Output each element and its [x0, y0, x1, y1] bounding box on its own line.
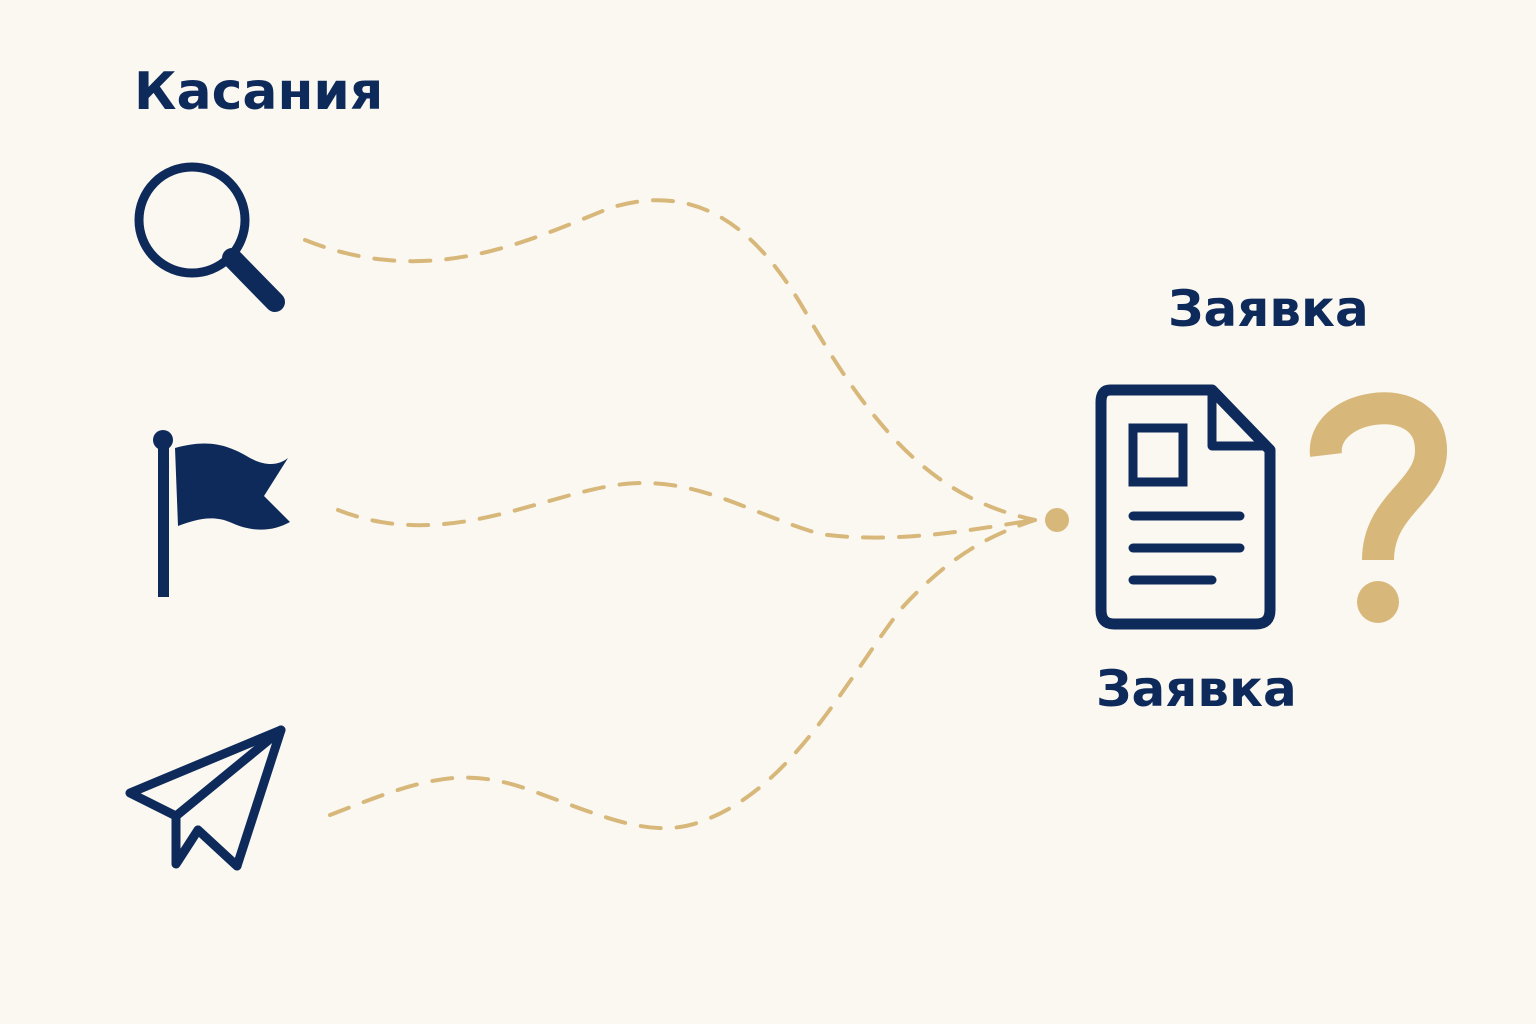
paper-plane-icon [125, 725, 286, 871]
connector-path-search [303, 198, 1037, 522]
flag-icon [153, 430, 290, 597]
connector-path-flag [336, 481, 1037, 540]
question-mark-icon [1309, 392, 1448, 623]
connector-path-send [328, 518, 1037, 831]
convergence-dot [1045, 508, 1069, 532]
touchpoints-heading: Касания [134, 62, 384, 122]
magnifier-icon [134, 162, 285, 312]
document-label: Заявка [1096, 660, 1297, 718]
document-icon [1095, 384, 1276, 630]
conversion-heading: Заявка [1168, 280, 1369, 338]
